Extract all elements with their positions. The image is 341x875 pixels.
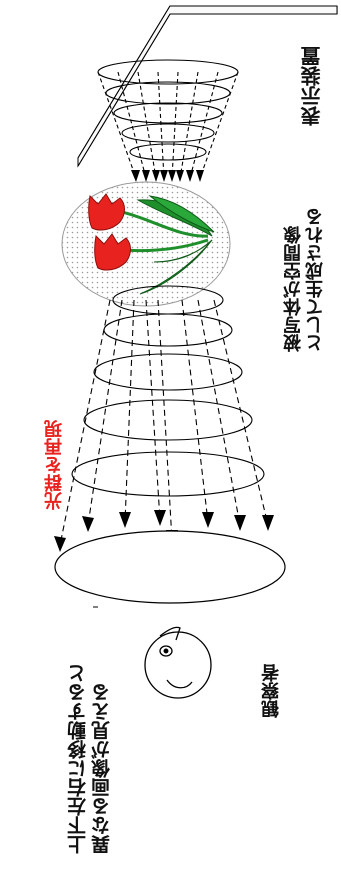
display-device-label: 表示装置 <box>300 46 324 126</box>
tulip-icon <box>88 193 215 295</box>
movement-label-line1: 上下左右に移動すると <box>67 664 89 854</box>
lower-light-cone <box>54 285 286 604</box>
observation-plane <box>54 530 286 604</box>
subject-label-line1: 被写体が空間像 <box>283 226 304 352</box>
display-panel-icon <box>77 5 338 168</box>
observer-label: 観察者 <box>261 664 282 718</box>
upper-light-cone <box>97 59 239 182</box>
movement-label-line2: 異なる画像が見える <box>91 683 113 854</box>
observer-face-icon <box>144 626 212 699</box>
subject-label-line2: として生成される <box>305 208 326 352</box>
light-rays-label: 光群を再現 <box>44 420 65 510</box>
